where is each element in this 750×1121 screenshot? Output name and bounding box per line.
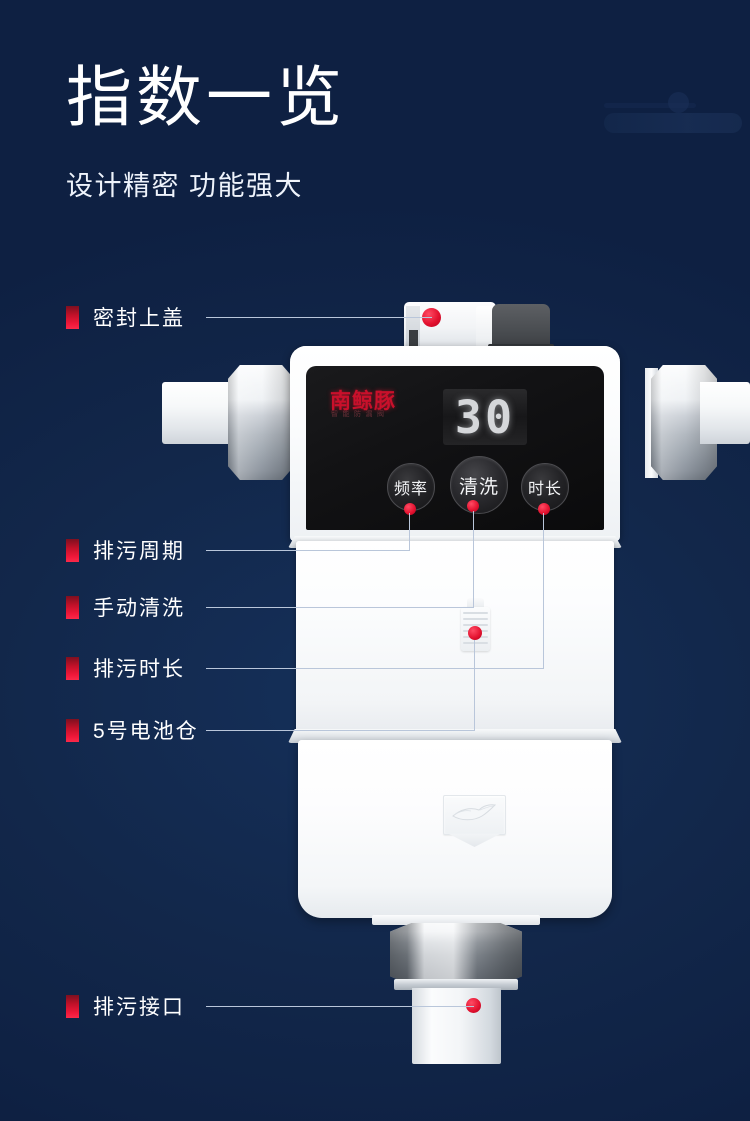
callout-marker-icon: [66, 656, 79, 680]
callout-manual-wash: 手动清洗: [66, 594, 185, 620]
callout-label: 手动清洗: [93, 597, 185, 620]
callout-drain-cycle: 排污周期: [66, 537, 185, 563]
outlet-pipe-stub: [700, 382, 750, 444]
callout-battery-bay: 5号电池仓: [66, 717, 199, 743]
leader-line-duration-v: [543, 513, 544, 669]
callout-marker-icon: [66, 305, 79, 329]
leader-line-drain: [206, 1006, 474, 1007]
watermark-bar-small: [604, 103, 696, 108]
battery-bay-nub: [467, 598, 484, 608]
sealed-cap-stem: [409, 330, 418, 352]
callout-label: 排污时长: [93, 658, 185, 681]
brand-subtitle: 智能防漏阀: [331, 411, 389, 418]
callout-sealed-cap: 密封上盖: [66, 304, 185, 330]
leader-line-frequency-h: [206, 550, 410, 551]
callout-label: 排污周期: [93, 540, 185, 563]
callout-label: 排污接口: [93, 996, 185, 1019]
callout-point-duration: [538, 503, 550, 515]
inlet-pipe-stub: [162, 382, 228, 444]
sealed-cap-knob: [492, 304, 550, 348]
callout-drain-port: 排污接口: [66, 993, 185, 1019]
leader-line-battery-v: [474, 640, 475, 731]
leader-line-wash-h: [206, 607, 473, 608]
callout-marker-icon: [66, 718, 79, 742]
wash-button[interactable]: 清洗: [450, 456, 508, 514]
leader-line-frequency-v: [409, 513, 410, 551]
page-title: 指数一览: [66, 60, 346, 134]
callout-point-drain: [466, 998, 481, 1013]
watermark-dot: [668, 92, 689, 113]
callout-marker-icon: [66, 538, 79, 562]
drain-top-plate: [372, 915, 540, 925]
brand-logo: 南鲸豚: [330, 389, 396, 413]
watermark-bar: [604, 113, 742, 133]
callout-point-frequency: [404, 503, 416, 515]
digital-display: 30: [443, 389, 527, 445]
drain-hex-nut: [390, 923, 522, 985]
callout-point-battery: [468, 626, 482, 640]
page-subtitle: 设计精密 功能强大: [66, 171, 304, 201]
display-value: 30: [454, 390, 516, 444]
drain-pipe: [412, 988, 501, 1064]
callout-label: 5号电池仓: [93, 720, 199, 743]
device-mid-shell: [296, 541, 614, 739]
drain-collar: [394, 979, 518, 990]
leader-line-duration-h: [206, 668, 544, 669]
callout-label: 密封上盖: [93, 307, 185, 330]
callout-drain-duration: 排污时长: [66, 655, 185, 681]
callout-marker-icon: [66, 994, 79, 1018]
leader-line-wash-v: [473, 511, 474, 608]
inlet-hex-nut: [228, 365, 294, 480]
housing-seam-lower: [288, 729, 622, 743]
leader-line-cap: [206, 317, 432, 318]
leader-line-battery-h: [206, 730, 474, 731]
callout-point-wash: [467, 500, 479, 512]
whale-icon: [452, 804, 497, 821]
callout-marker-icon: [66, 595, 79, 619]
